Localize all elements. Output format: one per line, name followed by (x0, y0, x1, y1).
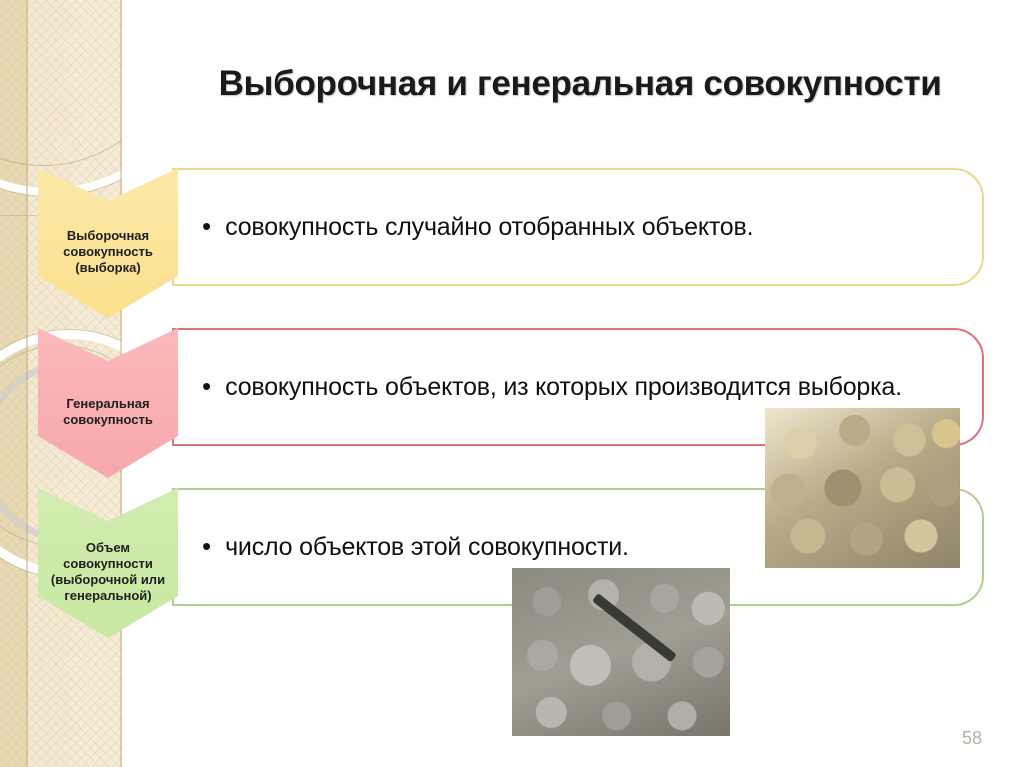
chevron-label-line: Объем (85, 539, 131, 555)
bullet-icon: • (202, 530, 212, 561)
hex-nuts-photo (765, 408, 960, 568)
bullet-line: • число объектов этой совокупности. (174, 533, 629, 562)
bullet-text: число объектов этой совокупности. (225, 532, 629, 561)
callout-box: • совокупность случайно отобранных объек… (172, 168, 984, 286)
chevron-label-line: (выборка) (75, 260, 141, 276)
chevron-label-line: совокупности (63, 555, 153, 571)
chevron-label-line: совокупность (63, 243, 153, 259)
sidebar-inner-edge (26, 0, 28, 767)
casting-shaft-shape (591, 592, 677, 663)
bullet-line: • совокупность случайно отобранных объек… (174, 210, 754, 242)
page-title: Выборочная и генеральная совокупности (218, 64, 942, 103)
bullet-icon: • (202, 210, 212, 241)
bullet-text: совокупность случайно отобранных объекто… (225, 212, 754, 241)
metal-castings-photo (512, 568, 730, 736)
chevron-label: Объем совокупности (выборочной или генер… (51, 540, 165, 605)
chevron-label-line: совокупность (63, 412, 153, 427)
page-number: 58 (961, 728, 982, 748)
chevron-label-line: генеральной) (64, 588, 152, 604)
chevron-label-line: (выборочной или (50, 572, 166, 587)
bullet-icon: • (202, 370, 212, 401)
chevron-label-line: Выборочная (66, 227, 150, 243)
bullet-text: совокупность объектов, из которых произв… (225, 372, 902, 401)
decorative-arc-icon (0, 0, 122, 166)
chevron-label: Выборочная совокупность (выборка) (63, 228, 153, 277)
bullet-line: • совокупность объектов, из которых прои… (174, 373, 902, 402)
chevron-label: Генеральная совокупность (63, 396, 153, 429)
chevron-label-line: Генеральная (66, 395, 150, 411)
